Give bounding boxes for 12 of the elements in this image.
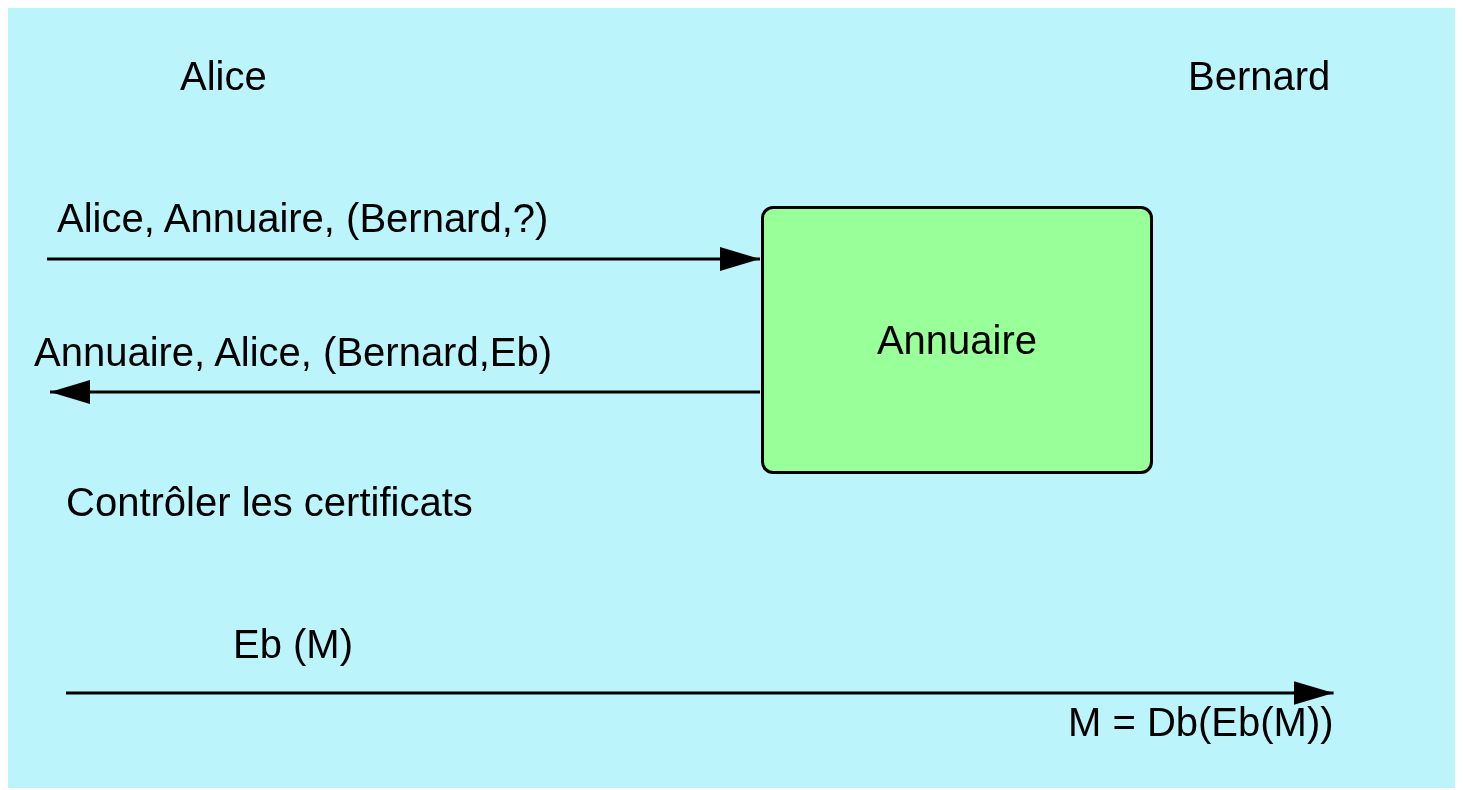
edge-label: Alice, Annuaire, (Bernard,?) [57,196,549,240]
arrow [66,681,1334,705]
edge-label: Annuaire, Alice, (Bernard,Eb) [34,330,553,374]
arrow [47,247,760,271]
box-label: Annuaire [876,317,1038,363]
text-label: M = Db(Eb(M)) [1068,700,1334,744]
arrow [50,380,760,404]
process-box [761,206,1153,474]
text-label: Bernard [1188,54,1331,98]
edge-label: Eb (M) [233,622,353,666]
text-label: Contrôler les certificats [66,480,473,524]
text-label: Alice [180,54,267,98]
